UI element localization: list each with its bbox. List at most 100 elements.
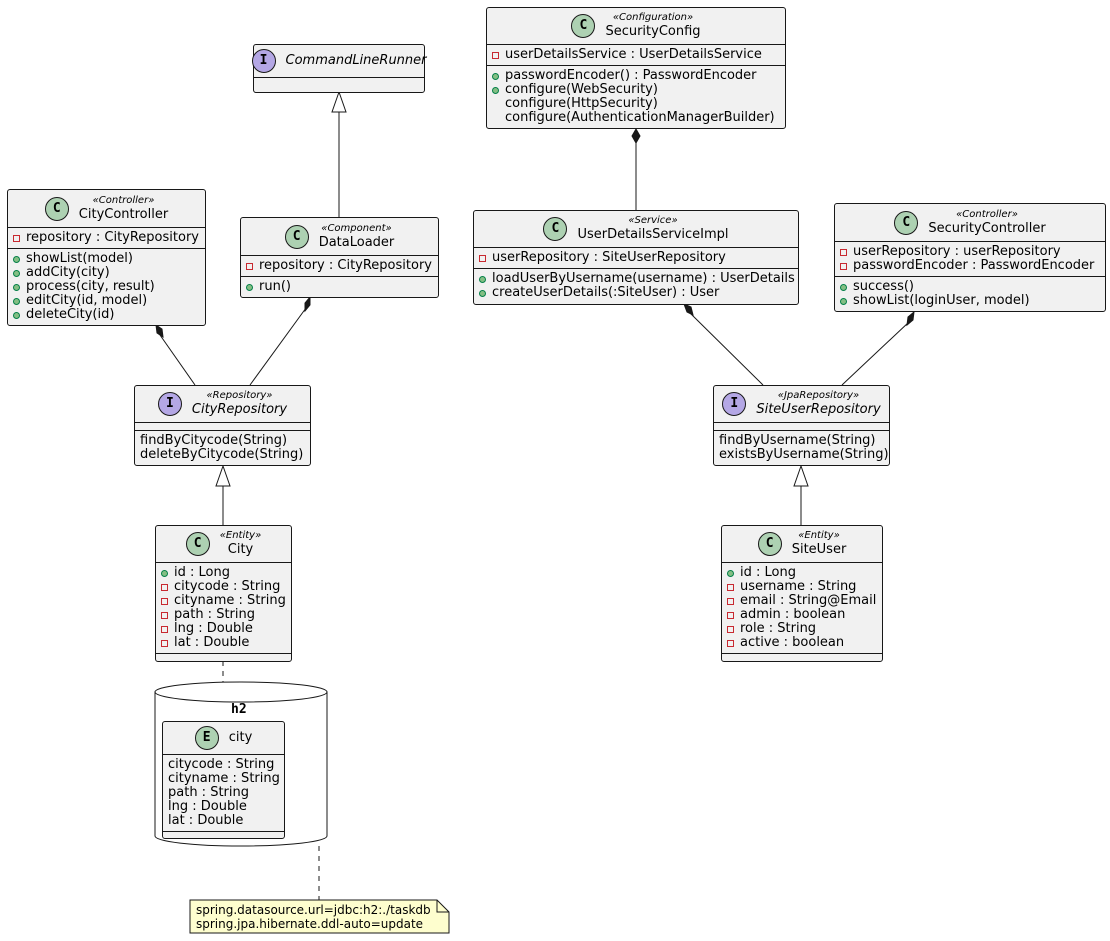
public-icon [492, 86, 499, 94]
method: success() [853, 279, 914, 294]
private-icon [479, 254, 486, 262]
class-name: SiteUser [791, 542, 847, 557]
method: process(city, result) [26, 279, 155, 294]
entity-icon: E [194, 726, 219, 750]
private-icon [727, 597, 734, 605]
private-icon [727, 625, 734, 633]
interface-siteuserrepository[interactable]: I «JpaRepository» SiteUserRepository fin… [713, 385, 890, 466]
private-icon [727, 611, 734, 619]
class-icon: C [185, 532, 210, 556]
class-icon: C [571, 14, 596, 38]
composition-securitycontroller-siteuserrepository [841, 321, 910, 386]
composition-userdetailsservice-siteuserrepository [689, 312, 764, 386]
private-icon [840, 248, 847, 256]
private-icon [492, 51, 499, 59]
field: role : String [740, 621, 817, 636]
class-securityconfig[interactable]: C «Configuration» SecurityConfig userDet… [486, 7, 786, 129]
class-citycontroller[interactable]: C «Controller» CityController repository… [7, 189, 206, 326]
composition-dataloader-cityrepository [249, 307, 307, 386]
method: editCity(id, model) [26, 293, 148, 308]
class-name: SiteUserRepository [756, 402, 881, 417]
private-icon [840, 262, 847, 270]
method: showList(model) [26, 251, 133, 266]
public-icon [479, 275, 486, 283]
class-icon: C [284, 224, 309, 249]
class-name: SecurityController [928, 220, 1046, 236]
class-icon: C [44, 196, 69, 221]
note-line: spring.datasource.url=jdbc:h2:./taskdb [196, 903, 431, 917]
class-userdetailsserviceimpl[interactable]: C «Service» UserDetailsServiceImpl userR… [473, 210, 799, 305]
field: cityname : String [174, 593, 286, 608]
method: findByCitycode(String) [140, 433, 288, 448]
class-dataloader[interactable]: C «Component» DataLoader repository : Ci… [240, 217, 439, 298]
config-note: spring.datasource.url=jdbc:h2:./taskdb s… [190, 900, 437, 934]
public-icon [479, 289, 486, 297]
composition-citycontroller-cityrepository [159, 334, 196, 386]
method: loadUserByUsername(username) : UserDetai… [492, 271, 795, 286]
interface-icon: I [251, 49, 276, 73]
class-icon: C [543, 217, 568, 241]
stereotype: «Controller» [92, 194, 155, 206]
public-icon [13, 297, 20, 305]
field: cityname : String [168, 771, 280, 786]
field: id : Long [174, 565, 230, 580]
class-city[interactable]: C «Entity» City id : Long citycode : Str… [155, 525, 292, 662]
stereotype: «Repository» [206, 390, 273, 401]
field: lat : Double [168, 813, 244, 828]
public-icon [492, 72, 499, 80]
field: email : String@Email [740, 593, 877, 608]
generalization-arrowhead [215, 464, 231, 487]
field: repository : CityRepository [259, 258, 432, 273]
public-icon [13, 255, 20, 263]
method: findByUsername(String) [719, 433, 876, 448]
stereotype: «Component» [321, 222, 392, 234]
private-icon [246, 262, 253, 270]
private-icon [13, 234, 20, 242]
field: username : String [740, 579, 857, 594]
interface-cityrepository[interactable]: I «Repository» CityRepository findByCity… [134, 385, 311, 466]
public-icon [13, 269, 20, 277]
field: userRepository : SiteUserRepository [492, 250, 726, 265]
method: addCity(city) [26, 265, 110, 280]
note-line: spring.jpa.hibernate.ddl-auto=update [196, 917, 424, 931]
method: deleteCity(id) [26, 307, 115, 322]
class-name: CommandLineRunner [285, 53, 427, 68]
field: userDetailsService : UserDetailsService [505, 47, 762, 62]
stereotype: «Configuration» [612, 12, 694, 23]
field: citycode : String [168, 757, 275, 772]
public-icon [727, 569, 734, 577]
class-name: SecurityConfig [605, 24, 701, 39]
private-icon [727, 639, 734, 647]
composition-diamond [155, 323, 164, 339]
composition-diamond [304, 295, 311, 313]
public-icon [161, 569, 168, 577]
stereotype: «Service» [628, 215, 678, 226]
class-name: UserDetailsServiceImpl [577, 227, 729, 242]
composition-diamond [683, 303, 694, 316]
public-icon [246, 283, 253, 291]
field: repository : CityRepository [26, 230, 199, 245]
private-icon [161, 625, 168, 633]
field: admin : boolean [740, 607, 846, 622]
generalization-arrowhead [793, 464, 809, 487]
stereotype: «Entity» [798, 530, 840, 541]
field: citycode : String [174, 579, 281, 594]
interface-icon: I [157, 392, 182, 416]
field: userRepository : userRepository [853, 244, 1061, 259]
private-icon [161, 583, 168, 591]
class-siteuser[interactable]: C «Entity» SiteUser id : Long username :… [721, 525, 883, 662]
class-securitycontroller[interactable]: C «Controller» SecurityController userRe… [834, 203, 1106, 312]
method: run() [259, 279, 291, 294]
private-icon [161, 597, 168, 605]
public-icon [840, 283, 847, 291]
class-name: DataLoader [318, 234, 395, 250]
private-icon [161, 639, 168, 647]
class-name: CityRepository [191, 402, 288, 417]
public-icon [13, 311, 20, 319]
class-commandlinerunner[interactable]: I CommandLineRunner [251, 44, 427, 93]
entity-city[interactable]: E city citycode : String cityname : Stri… [162, 721, 285, 839]
field: passwordEncoder : PasswordEncoder [853, 258, 1095, 273]
field: id : Long [740, 565, 796, 580]
method: showList(loginUser, model) [853, 293, 1030, 308]
method: deleteByCitycode(String) [140, 447, 304, 462]
